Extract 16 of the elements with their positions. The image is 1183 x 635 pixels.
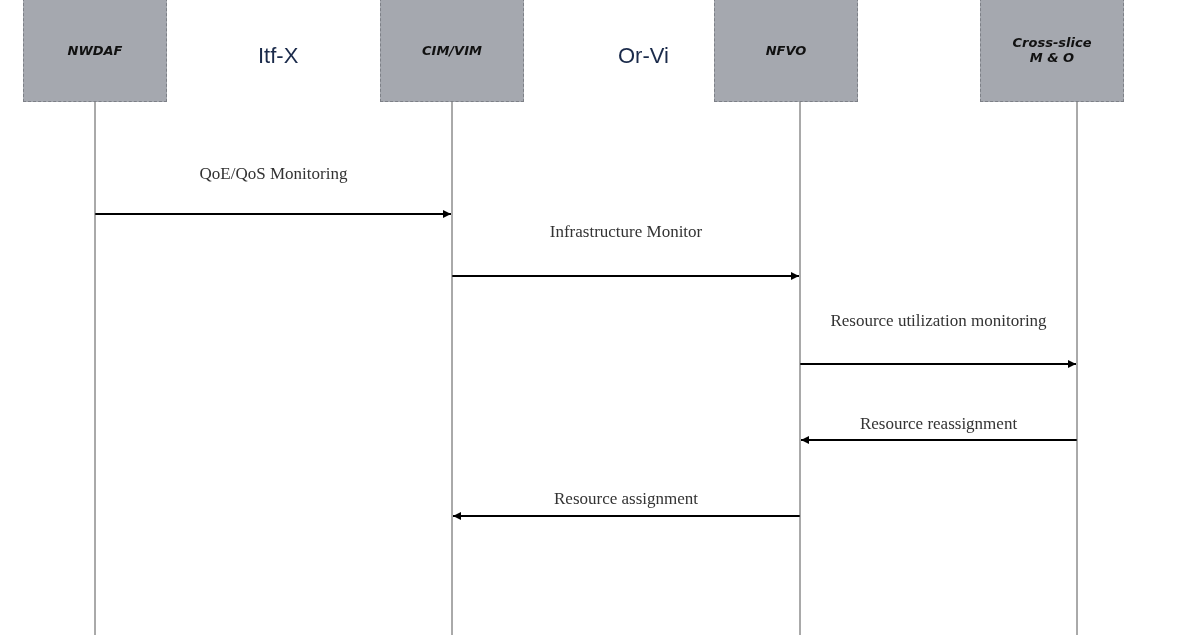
participant-name: NFVO — [764, 42, 808, 58]
message-arrow — [94, 210, 452, 218]
edge-label: Resource assignment — [554, 489, 698, 509]
participant-name: CIM/VIM — [421, 42, 483, 58]
message-arrow — [451, 272, 800, 280]
message-arrow — [800, 436, 1078, 444]
edge-label: Infrastructure Monitor — [549, 222, 703, 242]
edge-label: QoE/QoS Monitoring — [199, 164, 348, 184]
message-arrow — [799, 360, 1077, 368]
edge-label: Resource reassignment — [859, 414, 1018, 434]
interface-label: Or-Vi — [618, 43, 669, 69]
participant-name: Cross-slice M & O — [1011, 35, 1093, 65]
participant-name: NWDAF — [66, 42, 124, 58]
interface-label: Itf-X — [258, 43, 299, 69]
edge-label: Resource utilization monitoring — [830, 311, 1047, 331]
message-arrow — [452, 512, 801, 520]
